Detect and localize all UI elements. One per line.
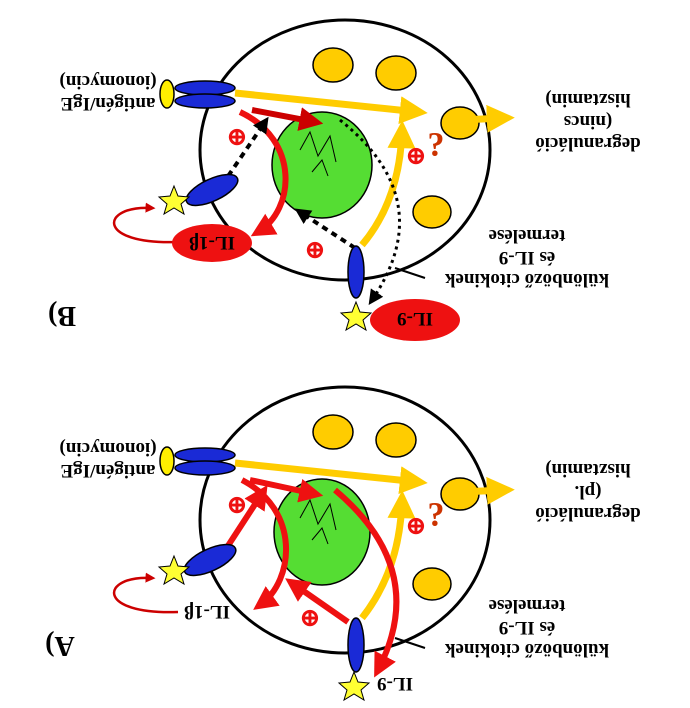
panel-b: IL-1β IL-9 ⊕ ⊕ ⊕ ¿ antigén/IgE (ionomyci… xyxy=(48,18,641,341)
effect-label: (pl. xyxy=(575,481,602,502)
antigen xyxy=(159,446,175,476)
il9-label: IL-9 xyxy=(397,308,433,329)
fc-receptor xyxy=(174,447,236,463)
stimulus-label: (ionomycin) xyxy=(59,71,156,92)
granule xyxy=(440,106,480,140)
cytokine-secretion-arrow xyxy=(359,120,416,248)
fc-receptor xyxy=(174,93,236,109)
degranulation-arrow xyxy=(459,476,515,505)
il1b-autocrine-loop xyxy=(113,572,179,614)
degranulation-arrow xyxy=(459,104,515,133)
il9-ligand-star-icon xyxy=(337,670,371,702)
cytokine-label: termelése xyxy=(489,595,566,616)
il1b-label: IL-1β xyxy=(184,601,230,622)
cytokine-label: különböző citokinek xyxy=(444,639,609,660)
stimulus-label: antigén/IgE xyxy=(60,93,155,114)
plus-sign: ⊕ xyxy=(405,142,427,171)
granule xyxy=(375,55,417,91)
panel-label: A) xyxy=(45,630,75,661)
il9-signal-arrow xyxy=(285,578,350,625)
il9-induction-arrow xyxy=(339,118,401,305)
granule xyxy=(312,47,354,83)
il1b-label: IL-1β xyxy=(189,232,235,253)
stimulus-label: (ionomycin) xyxy=(59,438,156,459)
nucleus xyxy=(273,478,371,586)
cytokine-label: termelése xyxy=(489,225,566,246)
cytokine-label: és IL-9 xyxy=(499,617,555,638)
panel-a: IL-1β IL-9 ⊕ ⊕ ⊕ ¿ antigén/IgE (ionomyci… xyxy=(45,385,641,702)
effect-label: degranuláció xyxy=(535,503,641,524)
effect-label: hisztamin) xyxy=(545,89,631,110)
granule xyxy=(312,414,354,450)
question-mark: ¿ xyxy=(428,132,445,169)
degranulation-arrow xyxy=(234,89,428,125)
il1-receptor xyxy=(185,173,239,207)
il1b-ligand-star-icon xyxy=(157,554,191,586)
il1b-autocrine-loop xyxy=(113,202,179,244)
chromatin-lines xyxy=(299,498,337,545)
degranulation-arrow xyxy=(234,459,428,495)
granule xyxy=(412,195,452,229)
cytokine-label-line xyxy=(394,267,426,279)
granule xyxy=(375,422,417,458)
question-mark: ¿ xyxy=(428,502,445,539)
il9-label: IL-9 xyxy=(377,673,413,694)
il1b-ligand-star-icon xyxy=(157,184,191,216)
antigen xyxy=(159,79,175,109)
cytokine-label: különböző citokinek xyxy=(444,269,609,290)
plus-sign: ⊕ xyxy=(226,491,248,520)
il9-bubble xyxy=(370,299,460,341)
effect-label: (nincs xyxy=(564,111,613,132)
stimulus-label: antigén/IgE xyxy=(60,460,155,481)
cytokine-label-line xyxy=(394,637,426,649)
il9-receptor xyxy=(347,617,365,673)
il1-receptor xyxy=(183,543,237,577)
chromatin-lines xyxy=(299,130,337,177)
il9-ligand-star-icon xyxy=(339,300,373,332)
plus-sign: ⊕ xyxy=(299,604,321,633)
effect-label: degranuláció xyxy=(535,133,641,154)
effect-label: hisztamin) xyxy=(545,459,631,480)
granule xyxy=(412,567,452,601)
il1b-bubble xyxy=(172,224,252,262)
plus-sign: ⊕ xyxy=(304,236,326,265)
cytokine-label: és IL-9 xyxy=(499,247,555,268)
il9-receptor xyxy=(347,245,365,299)
activation-arrow xyxy=(251,107,324,131)
fc-receptor xyxy=(174,460,236,476)
plus-sign: ⊕ xyxy=(226,123,248,152)
plus-sign: ⊕ xyxy=(405,512,427,541)
fc-receptor xyxy=(174,80,236,96)
il9-induction-arrow xyxy=(333,487,400,678)
panel-label: B) xyxy=(48,300,76,331)
activation-arrow xyxy=(249,477,324,503)
